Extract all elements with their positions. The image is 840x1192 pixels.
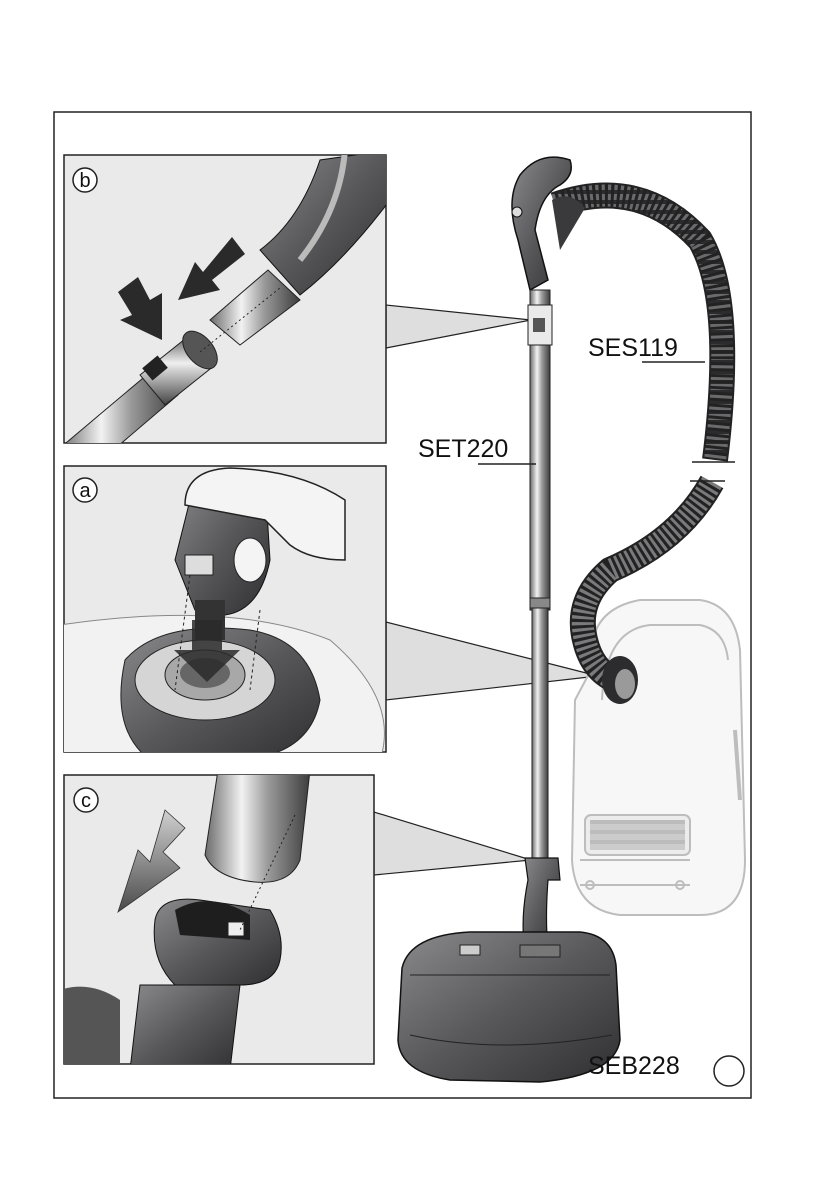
canister-vent — [590, 820, 685, 850]
badge-a-label: a — [79, 480, 91, 502]
panel-c: c — [60, 770, 374, 1070]
brush-label: SEB228 — [588, 1052, 680, 1080]
hose-label: SES119 — [588, 334, 678, 362]
telescopic-tube — [528, 290, 552, 860]
panel-b: b — [60, 150, 390, 475]
page-marker — [714, 1056, 744, 1086]
tube-label: SET220 — [418, 435, 508, 463]
panel-a: a — [60, 466, 386, 760]
badge-b-label: b — [79, 170, 90, 192]
badge-c-label: c — [81, 790, 91, 812]
hose-connector — [602, 656, 638, 704]
